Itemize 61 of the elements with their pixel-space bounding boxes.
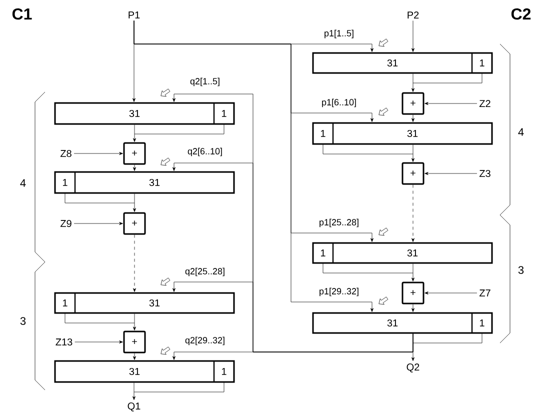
register-box: 1 31 — [312, 122, 493, 145]
column-label: C2 — [511, 8, 531, 20]
brace-label: 3 — [518, 266, 524, 274]
connector — [133, 124, 224, 142]
connector — [134, 20, 374, 312]
register-box: 31 1 — [312, 52, 493, 74]
brace-label: 4 — [518, 128, 524, 136]
edge-label: p1[6..10] — [322, 98, 356, 108]
edge-label: p1[1..5] — [324, 30, 354, 38]
connector — [412, 184, 414, 242]
connector — [412, 20, 414, 52]
edge-label: p1[29..32] — [320, 288, 358, 296]
connector — [424, 102, 478, 105]
connector — [133, 353, 136, 360]
adder-box: + — [123, 142, 146, 165]
connector — [64, 192, 136, 212]
adder-box: + — [402, 92, 424, 115]
adder-box: + — [402, 162, 424, 185]
edge-label: p1[25..28] — [320, 218, 358, 228]
connector — [412, 332, 482, 361]
adder-box: + — [123, 330, 146, 354]
register-box: 1 31 — [54, 292, 235, 314]
brace-label: 4 — [20, 179, 26, 187]
signal-label: Q1 — [128, 402, 140, 412]
connector — [74, 222, 123, 225]
signal-label: Z3 — [479, 170, 490, 178]
signal-label: Z7 — [479, 290, 490, 296]
connector — [172, 334, 414, 360]
signal-label: Q2 — [406, 364, 420, 372]
signal-label: P2 — [408, 12, 419, 18]
signal-label: Z13 — [56, 338, 72, 346]
signal-label: P1 — [128, 12, 140, 18]
connector — [322, 262, 414, 282]
adder-box: + — [402, 282, 424, 304]
connector — [74, 340, 123, 344]
connector — [133, 164, 136, 171]
connector — [133, 234, 136, 292]
register-box: 31 1 — [312, 312, 493, 334]
signal-label: Z9 — [60, 220, 72, 228]
register-box: 31 1 — [54, 102, 235, 125]
edge-label: q2[25..28] — [185, 268, 224, 276]
connector — [412, 304, 414, 312]
connector — [64, 312, 136, 330]
register-box: 1 31 — [312, 242, 493, 264]
connector — [412, 114, 414, 122]
connector — [74, 152, 123, 155]
adder-box: + — [123, 212, 146, 235]
connector — [412, 72, 482, 92]
brace-label: 3 — [20, 317, 26, 325]
connector — [132, 382, 224, 400]
connector — [322, 144, 414, 162]
edge-label: q2[29..32] — [185, 336, 224, 346]
register-box: 31 1 — [54, 360, 235, 383]
edge-label: q2[6..10] — [188, 148, 222, 156]
connector — [424, 292, 478, 294]
column-label: C1 — [12, 8, 32, 20]
signal-label: Z2 — [479, 100, 490, 107]
edge-label: q2[1..5] — [190, 78, 220, 86]
connector — [424, 172, 478, 175]
signal-label: Z8 — [60, 150, 72, 158]
register-box: 1 31 — [54, 171, 235, 194]
